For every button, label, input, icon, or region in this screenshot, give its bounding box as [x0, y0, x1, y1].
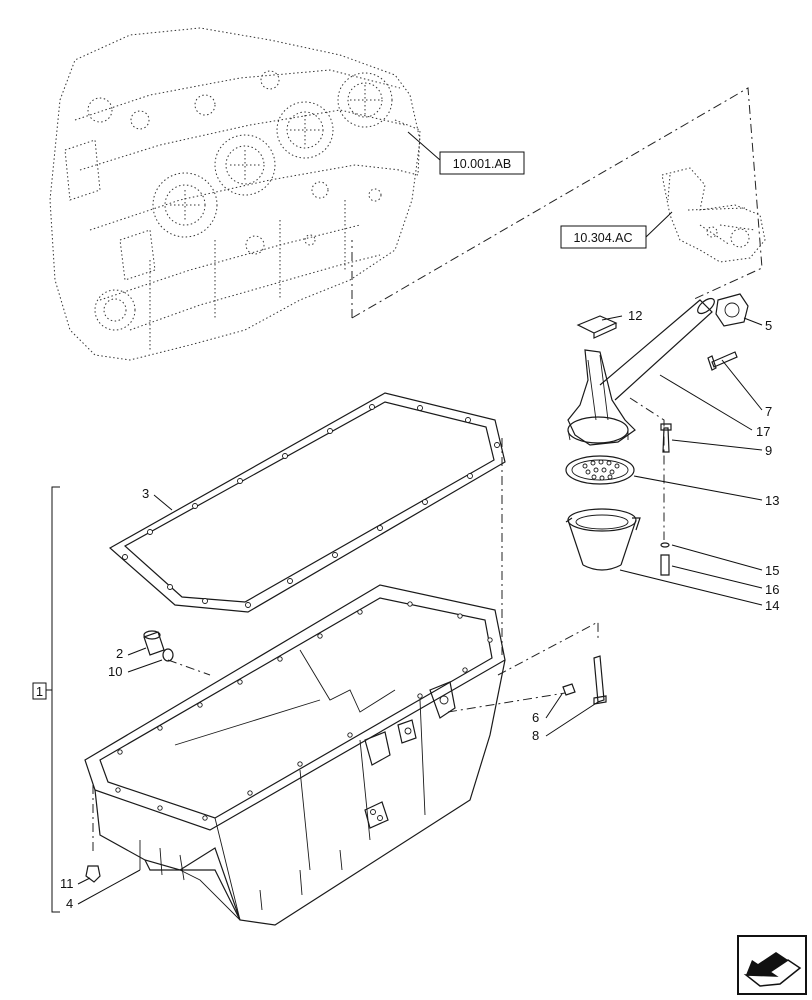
stud-part-8	[593, 655, 607, 705]
callout-4: 4	[66, 896, 73, 911]
callout-3: 3	[142, 486, 149, 501]
reference-oil-pump[interactable]: 10.304.AC	[560, 211, 673, 249]
oil-pump-phantom	[661, 167, 766, 263]
nut-part-6	[562, 683, 576, 696]
pad-part-12	[576, 315, 618, 339]
flange-gasket-part-5	[715, 293, 749, 327]
bolt-part-9	[660, 423, 672, 453]
drain-plug-part-2-10	[143, 630, 174, 662]
callout-10: 10	[108, 664, 122, 679]
bolt-washer-part-15-16	[660, 542, 670, 576]
callout-16: 16	[765, 582, 779, 597]
callout-15: 15	[765, 563, 779, 578]
strainer-screen-part-13	[565, 455, 635, 485]
nut-part-11	[85, 865, 101, 883]
callout-6: 6	[532, 710, 539, 725]
callout-12: 12	[628, 308, 642, 323]
callout-5: 5	[765, 318, 772, 333]
group-bracket: 1	[32, 486, 60, 913]
assembly-center-lines	[92, 87, 763, 855]
oil-pan-part-4	[84, 584, 506, 926]
callout-17: 17	[756, 424, 770, 439]
callout-9: 9	[765, 443, 772, 458]
reference-engine-block-label: 10.001.AB	[453, 157, 511, 171]
arrow-return-icon[interactable]	[737, 935, 807, 995]
group-label: 1	[36, 684, 43, 699]
callout-13: 13	[765, 493, 779, 508]
reference-engine-block[interactable]: 10.001.AB	[407, 131, 525, 175]
bolt-part-7	[707, 351, 738, 371]
engine-block-phantom	[49, 27, 421, 361]
suction-pipe-part-17	[567, 297, 715, 446]
callout-7: 7	[765, 404, 772, 419]
callout-leaders	[77, 315, 763, 905]
callout-11: 11	[60, 876, 74, 891]
suction-bell-part-14	[565, 508, 641, 571]
callout-2: 2	[116, 646, 123, 661]
callout-14: 14	[765, 598, 779, 613]
callout-8: 8	[532, 728, 539, 743]
pan-gasket-part-3	[108, 392, 506, 613]
reference-oil-pump-label: 10.304.AC	[573, 231, 632, 245]
